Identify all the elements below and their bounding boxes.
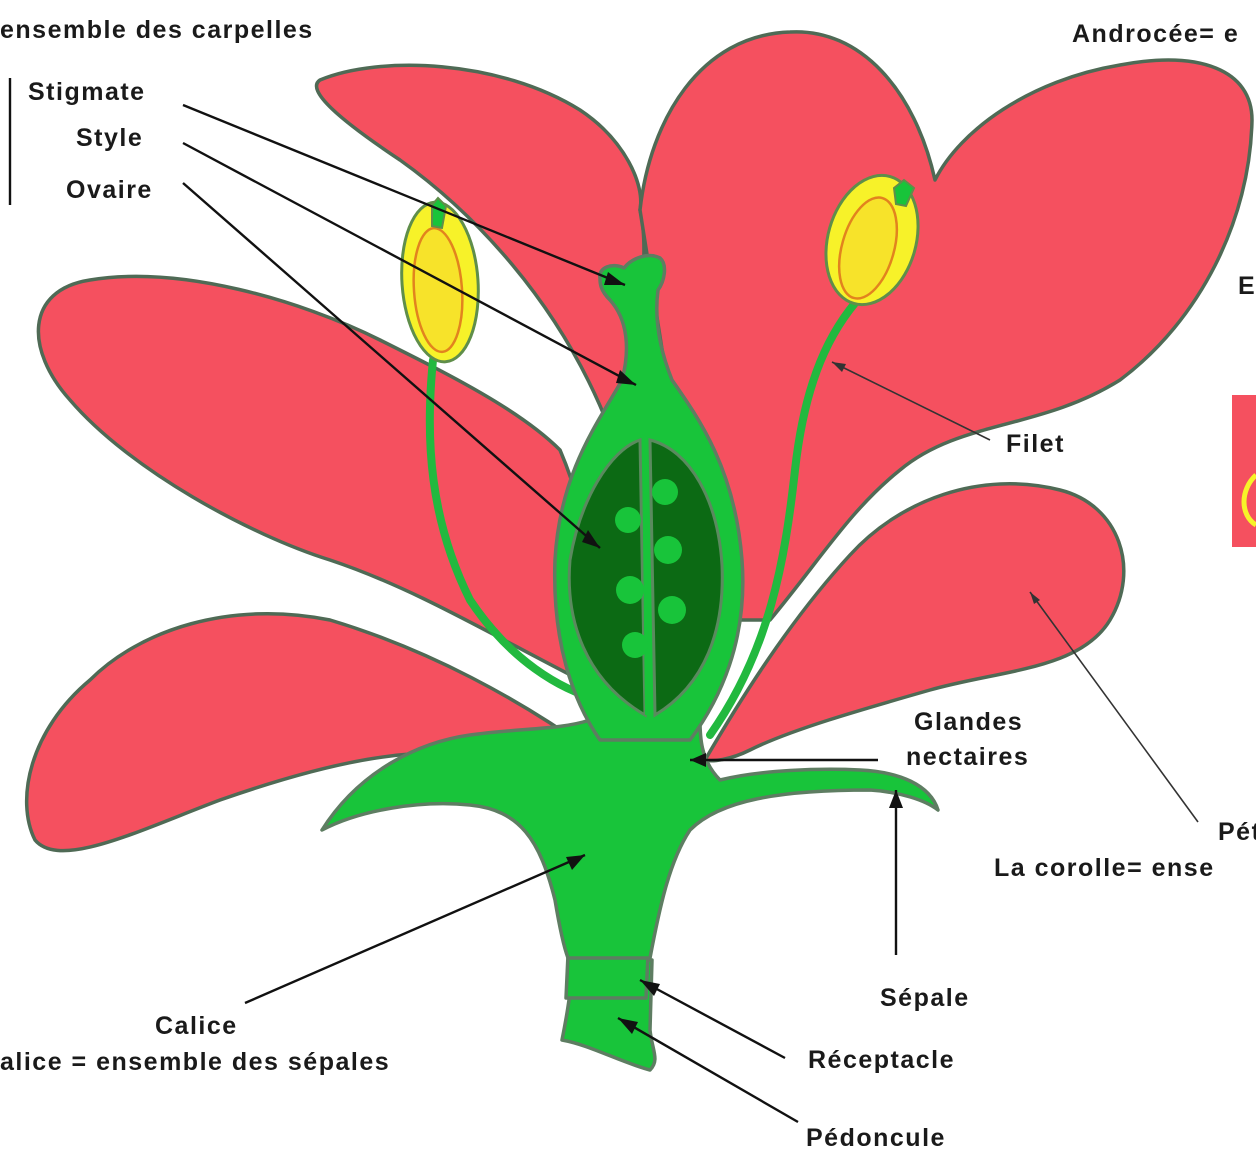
label-sepale: Sépale: [880, 984, 970, 1012]
placenta: [645, 442, 648, 715]
gynecee-title: ensemble des carpelles: [0, 16, 314, 44]
label-nectaires: nectaires: [906, 743, 1029, 771]
label-receptacle: Réceptacle: [808, 1046, 955, 1074]
androcee-title: Androcée= e: [1072, 20, 1239, 48]
label-calice: Calice: [155, 1012, 238, 1040]
sepals-body: [322, 720, 938, 958]
label-glandes: Glandes: [914, 708, 1023, 736]
label-etamine-partial: E: [1238, 272, 1256, 300]
label-pedoncule: Pédoncule: [806, 1124, 946, 1151]
label-calice-def: alice = ensemble des sépales: [0, 1048, 390, 1076]
label-ovaire: Ovaire: [66, 176, 153, 204]
calyx-receptacle: [322, 720, 938, 1070]
label-style: Style: [76, 124, 143, 152]
receptacle-band: [566, 955, 648, 998]
label-filet: Filet: [1006, 430, 1065, 458]
label-corolle: La corolle= ense: [994, 854, 1215, 882]
label-petale-partial: Pét: [1218, 818, 1256, 846]
label-stigmate: Stigmate: [28, 78, 146, 106]
